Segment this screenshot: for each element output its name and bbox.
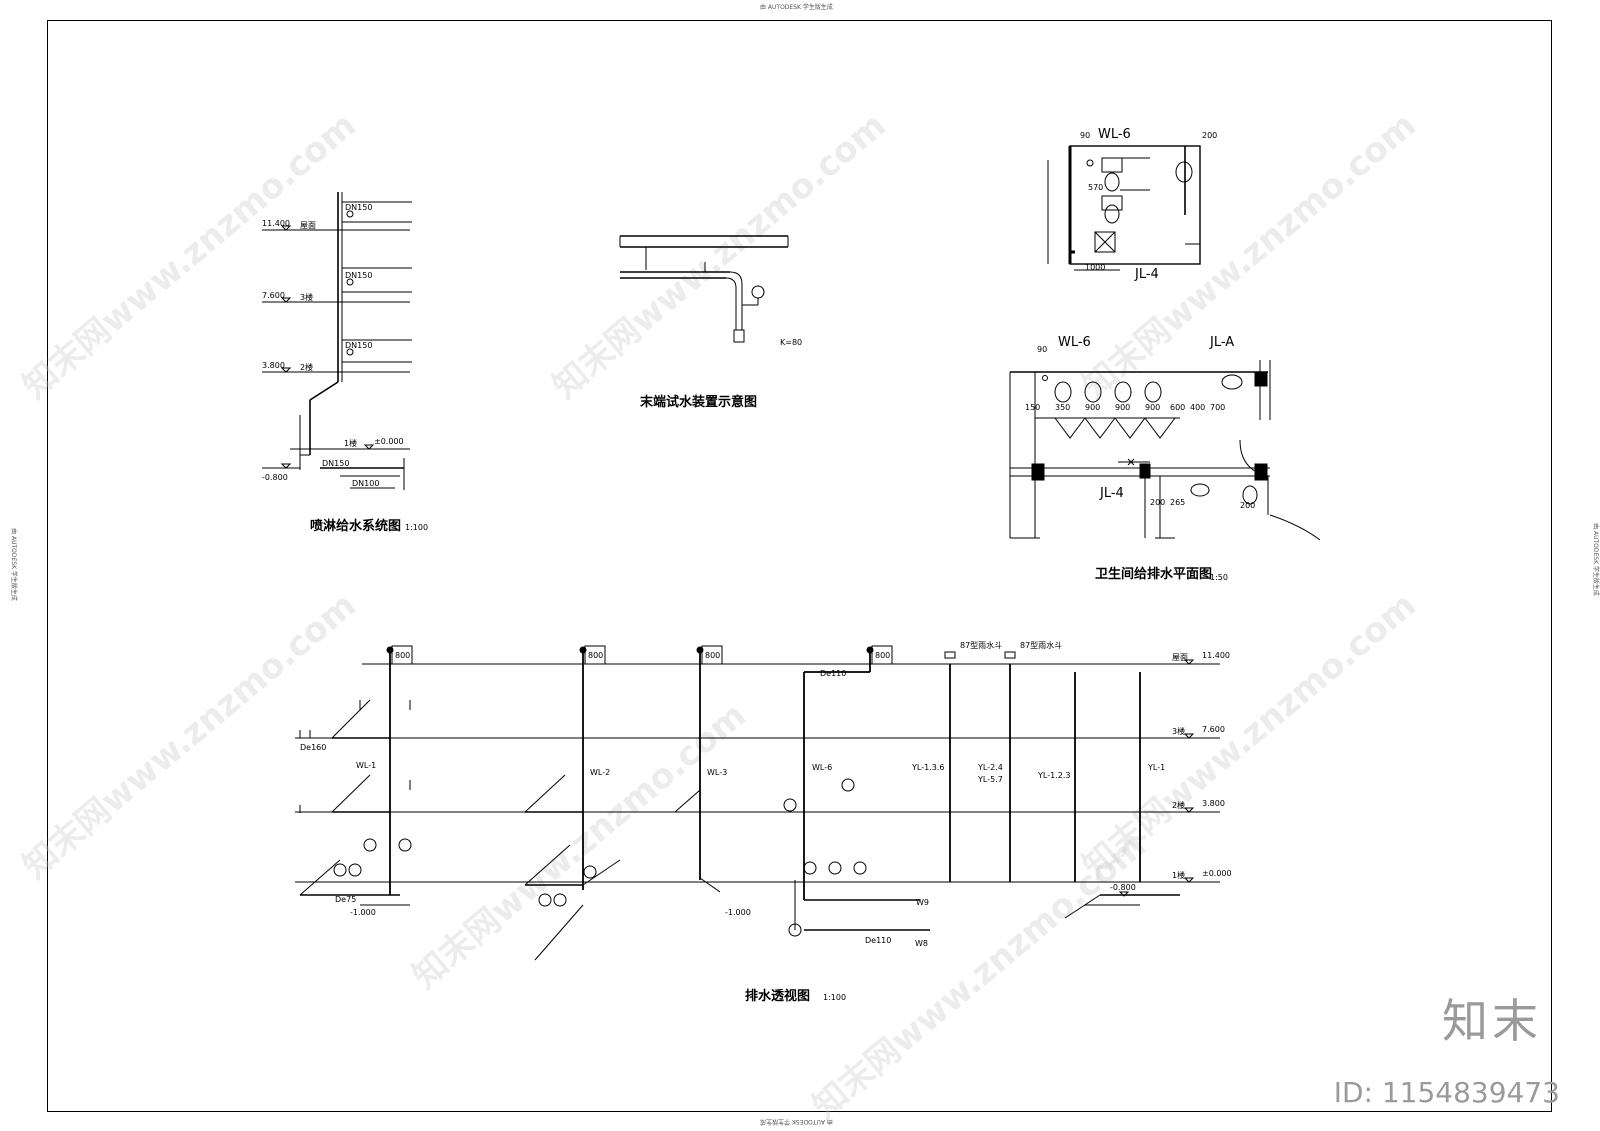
sprinkler-elev-7600: 7.600: [262, 291, 285, 300]
toilet-plan-top: [1047, 145, 1201, 271]
drawing-frame: [47, 20, 1552, 1112]
drain-elev: -0.800: [1110, 883, 1136, 892]
sprinkler-pipe-label: DN150: [322, 459, 349, 468]
drain-floor: 1楼: [1172, 870, 1185, 880]
label-jla: JL-A: [1209, 335, 1234, 350]
label-wl6-bottom: WL-6: [1058, 335, 1091, 350]
label-jl4-top: JL-4: [1134, 267, 1159, 282]
dim: 600: [1170, 403, 1185, 412]
dim: 900: [1145, 403, 1160, 412]
sprinkler-system-diagram: [262, 192, 412, 490]
stack-label-wl2: WL-2: [590, 768, 610, 777]
brand-logo: 知末: [1442, 994, 1542, 1048]
stack-label-wl3: WL-3: [707, 768, 727, 777]
stack-label-yl1: YL-1: [1147, 763, 1165, 772]
dim: 570: [1088, 183, 1103, 192]
drain-floor: 2楼: [1172, 800, 1185, 810]
label-jl4-bottom: JL-4: [1099, 486, 1124, 501]
sprinkler-floor-2: 2楼: [300, 362, 313, 372]
sprinkler-floor-3: 3楼: [300, 292, 313, 302]
top-banner: 由 AUTODESK 学生版生成: [760, 4, 833, 11]
test-device-title: 末端试水装置示意图: [639, 394, 757, 410]
dim: 200: [1240, 501, 1255, 510]
sprinkler-pipe-label: DN100: [352, 479, 379, 488]
dim: 400: [1190, 403, 1205, 412]
dim: 200: [1202, 131, 1217, 140]
dim: 700: [1210, 403, 1225, 412]
vent-label: 800: [875, 651, 890, 660]
drain-elev: 7.600: [1202, 725, 1225, 734]
toilet-plan-title: 卫生间给排水平面图: [1095, 566, 1212, 582]
dim: 90: [1037, 345, 1047, 354]
sprinkler-pipe-label: DN150: [345, 341, 372, 350]
drainage-title: 排水透视图: [745, 988, 810, 1004]
sprinkler-elev-neg0800: -0.800: [262, 473, 288, 482]
pipe-label: De75: [335, 895, 356, 904]
stack-label-yl123: YL-1.2.3: [1037, 771, 1070, 780]
drainage-scale: 1:100: [823, 993, 846, 1002]
vent-label: 800: [395, 651, 410, 660]
stack-label-wl6: WL-6: [812, 763, 832, 772]
dim: 200: [1150, 498, 1165, 507]
sprinkler-elev-0: ±0.000: [374, 437, 404, 446]
stack-label-yl24: YL-2.4: [977, 763, 1003, 772]
sprinkler-scale: 1:100: [405, 523, 428, 532]
dim: 900: [1085, 403, 1100, 412]
dim: 150: [1025, 403, 1040, 412]
label-wl6-top: WL-6: [1098, 127, 1131, 142]
drain-floor: 屋面: [1172, 653, 1188, 662]
outlet-w9: W9: [916, 898, 929, 907]
stack-label-yl57: YL-5.7: [977, 775, 1003, 784]
pipe-label: De110: [865, 936, 891, 945]
drainage-isometric: [295, 645, 1220, 961]
drain-elev: 11.400: [1202, 651, 1230, 660]
vent-label: 800: [705, 651, 720, 660]
drain-elev: -1.000: [725, 908, 751, 917]
drain-floor: 3楼: [1172, 726, 1185, 736]
drain-elev: 3.800: [1202, 799, 1225, 808]
dim: 350: [1055, 403, 1070, 412]
id-tag: ID: 1154839473: [1333, 1076, 1560, 1109]
sprinkler-title: 喷淋给水系统图: [310, 518, 401, 534]
sprinkler-pipe-label: DN150: [345, 271, 372, 280]
stack-label-wl1: WL-1: [356, 761, 376, 770]
pipe-label: De110: [820, 669, 846, 678]
roof-drain-label: 87型雨水斗: [960, 640, 1002, 650]
drain-elev: ±0.000: [1202, 869, 1232, 878]
test-device-k: K=80: [780, 338, 802, 347]
dim: 1000: [1085, 263, 1105, 272]
pipe-label: De160: [300, 743, 326, 752]
vent-label: 800: [588, 651, 603, 660]
toilet-plan-bottom: [1009, 360, 1321, 541]
dim: 900: [1115, 403, 1130, 412]
sprinkler-floor-roof: 屋面: [300, 221, 316, 230]
sprinkler-elev-3800: 3.800: [262, 361, 285, 370]
sprinkler-pipe-label: DN150: [345, 203, 372, 212]
sprinkler-floor-1: 1楼: [344, 438, 357, 448]
dim: 90: [1080, 131, 1090, 140]
toilet-plan-scale: 1:50: [1210, 573, 1228, 582]
roof-drain-label: 87型雨水斗: [1020, 640, 1062, 650]
outlet-w8: W8: [915, 939, 928, 948]
end-test-device: [619, 235, 789, 343]
drain-elev: -1.000: [350, 908, 376, 917]
sprinkler-elev-11400: 11.400: [262, 219, 290, 228]
dim: 265: [1170, 498, 1185, 507]
stack-label-yl136: YL-1.3.6: [911, 763, 944, 772]
